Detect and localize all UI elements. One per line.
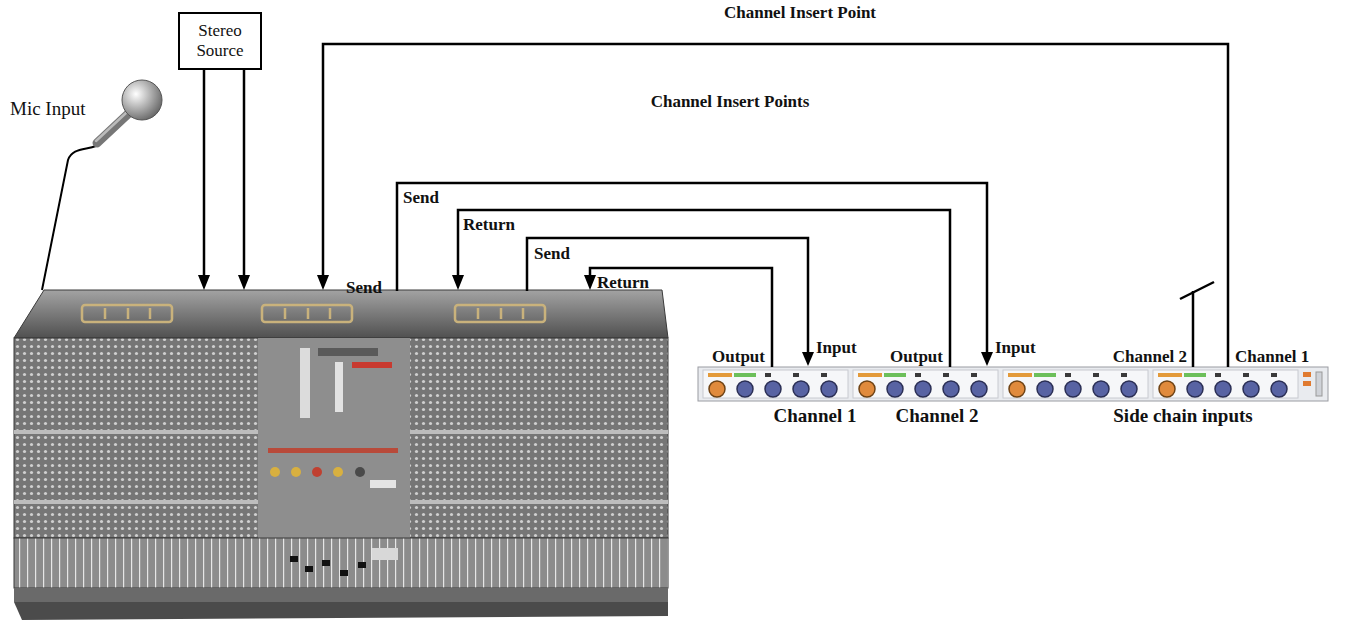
return-label: Return — [597, 273, 649, 293]
mixing-console — [14, 290, 668, 620]
source-text: Stereo Source — [184, 21, 256, 60]
return-label: Return — [463, 215, 515, 235]
signal-wires — [204, 44, 1228, 367]
output-label: Output — [712, 347, 765, 367]
sidechain-channel-label: Channel 1 — [1235, 347, 1309, 367]
processor-channel-label: Channel 2 — [896, 405, 979, 427]
input-label: Input — [995, 338, 1036, 358]
arrowheads — [198, 275, 993, 366]
sidechain-heading: Side chain inputs — [1113, 405, 1252, 427]
stereo-source-box: Stereo Source — [178, 12, 262, 70]
send-label: Send — [403, 188, 439, 208]
insert-point-heading: Channel Insert Point — [724, 3, 876, 23]
processor-channel-label: Channel 1 — [774, 405, 857, 427]
output-label: Output — [890, 347, 943, 367]
send-label: Send — [346, 278, 382, 298]
insert-points-heading: Channel Insert Points — [651, 92, 810, 112]
send-label: Send — [534, 244, 570, 264]
input-label: Input — [816, 338, 857, 358]
mic-input-label: Mic Input — [10, 98, 85, 120]
sidechain-channel-label: Channel 2 — [1113, 347, 1187, 367]
dynamics-processor — [698, 367, 1328, 401]
